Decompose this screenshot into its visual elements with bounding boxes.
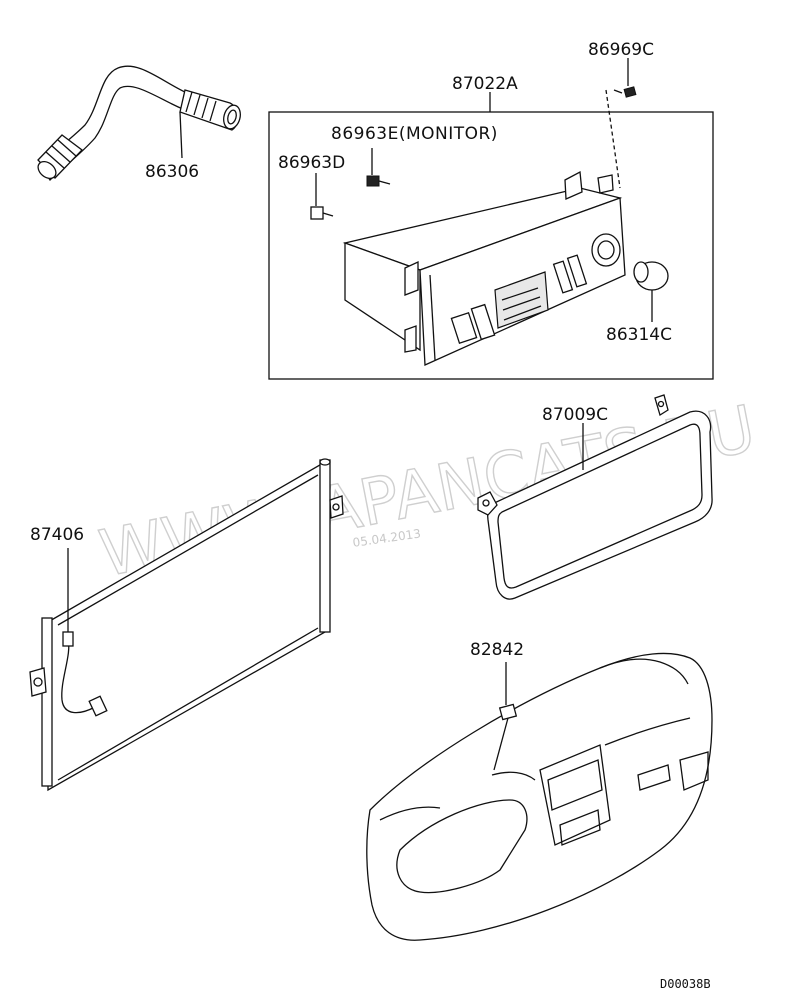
label-87406[interactable]: 87406	[30, 525, 84, 545]
assembly-frame-87022A	[268, 111, 714, 380]
diagram-code: D00038B	[660, 977, 711, 991]
label-86963E[interactable]: 86963E(MONITOR)	[331, 124, 498, 144]
leader-86306	[179, 111, 183, 159]
bezel-87009C[interactable]	[477, 394, 713, 600]
screw-86963D[interactable]	[310, 173, 334, 220]
label-82842[interactable]: 82842	[470, 640, 524, 660]
hose-86306[interactable]	[35, 65, 243, 182]
label-86963D[interactable]: 86963D	[278, 153, 345, 173]
screw-86969C[interactable]	[605, 58, 637, 189]
dashed-leader-86969C	[605, 89, 621, 189]
dashboard-82842[interactable]	[366, 652, 713, 941]
label-86306[interactable]: 86306	[145, 162, 199, 182]
label-87009C[interactable]: 87009C	[542, 405, 608, 425]
screw-86963E[interactable]	[366, 148, 391, 187]
label-86314C[interactable]: 86314C	[606, 325, 672, 345]
label-87022A[interactable]: 87022A	[452, 74, 518, 94]
condenser-87406[interactable]	[29, 458, 344, 792]
label-86969C[interactable]: 86969C	[588, 40, 654, 60]
ac-control-unit[interactable]	[342, 170, 626, 366]
knob-86314C[interactable]	[633, 261, 669, 322]
